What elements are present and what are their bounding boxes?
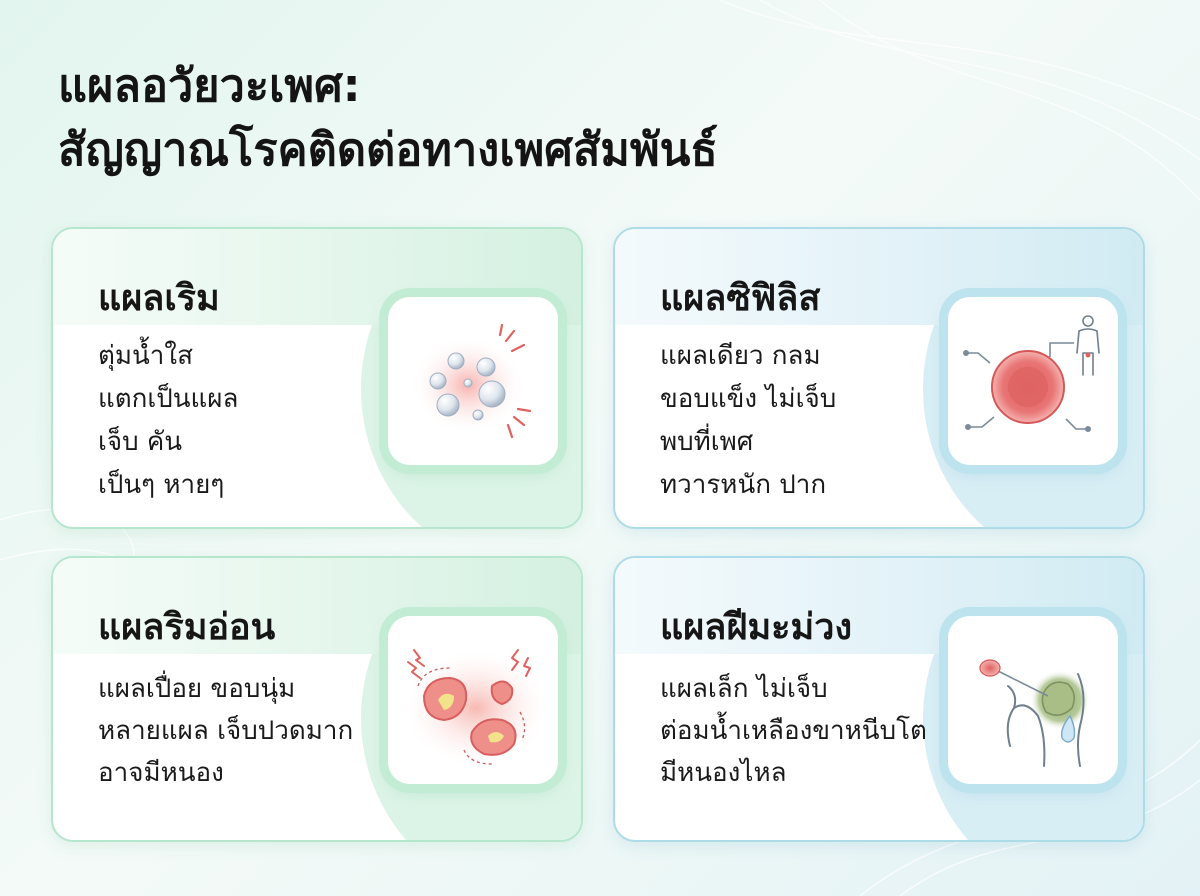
chancre-icon — [948, 297, 1118, 465]
description-line: ต่อมน้ำเหลืองขาหนีบโต — [660, 716, 927, 746]
card-chancroid: แผลริมอ่อน แผลเปื่อย ขอบนุ่ม หลายแผล เจ็… — [51, 556, 583, 842]
description-line: มีหนองไหล — [660, 758, 787, 788]
card-title: แผลฝีมะม่วง — [660, 607, 853, 648]
description-line: เป็นๆ หายๆ — [98, 470, 225, 500]
description-line: แผลเดียว กลม — [660, 341, 821, 371]
card-description: แผลเดียว กลม ขอบแข็ง ไม่เจ็บ พบที่เพศ ทว… — [660, 335, 836, 507]
card-title: แผลซิฟิลิส — [660, 278, 821, 319]
card-title: แผลเริม — [98, 278, 220, 319]
description-line: พบที่เพศ — [660, 427, 754, 457]
card-description: แผลเล็ก ไม่เจ็บ ต่อมน้ำเหลืองขาหนีบโต มี… — [660, 668, 927, 794]
title-line-2: สัญญาณโรคติดต่อทางเพศสัมพันธ์ — [58, 123, 718, 176]
card-description: ตุ่มน้ำใส แตกเป็นแผล เจ็บ คัน เป็นๆ หายๆ — [98, 335, 238, 507]
description-line: แผลเล็ก ไม่เจ็บ — [660, 674, 828, 704]
blister-icon — [388, 297, 558, 465]
card-syphilis: แผลซิฟิลิส แผลเดียว กลม ขอบแข็ง ไม่เจ็บ … — [613, 227, 1145, 529]
card-herpes: แผลเริม ตุ่มน้ำใส แตกเป็นแผล เจ็บ คัน เป… — [51, 227, 583, 529]
description-line: ทวารหนัก ปาก — [660, 470, 827, 500]
card-lgv: แผลฝีมะม่วง แผลเล็ก ไม่เจ็บ ต่อมน้ำเหลือ… — [613, 556, 1145, 842]
description-line: หลายแผล เจ็บปวดมาก — [98, 716, 354, 746]
page-title: แผลอวัยวะเพศ: สัญญาณโรคติดต่อทางเพศสัมพั… — [58, 54, 718, 182]
description-line: ตุ่มน้ำใส — [98, 341, 193, 371]
description-line: แตกเป็นแผล — [98, 384, 239, 414]
title-line-1: แผลอวัยวะเพศ: — [58, 59, 361, 112]
description-line: เจ็บ คัน — [98, 427, 183, 457]
description-line: ขอบแข็ง ไม่เจ็บ — [660, 384, 837, 414]
card-description: แผลเปื่อย ขอบนุ่ม หลายแผล เจ็บปวดมาก อาจ… — [98, 668, 353, 794]
lymph-node-icon — [948, 616, 1118, 784]
soft-ulcer-icon — [388, 616, 558, 784]
description-line: อาจมีหนอง — [98, 758, 224, 788]
description-line: แผลเปื่อย ขอบนุ่ม — [98, 674, 296, 704]
card-title: แผลริมอ่อน — [98, 607, 276, 648]
